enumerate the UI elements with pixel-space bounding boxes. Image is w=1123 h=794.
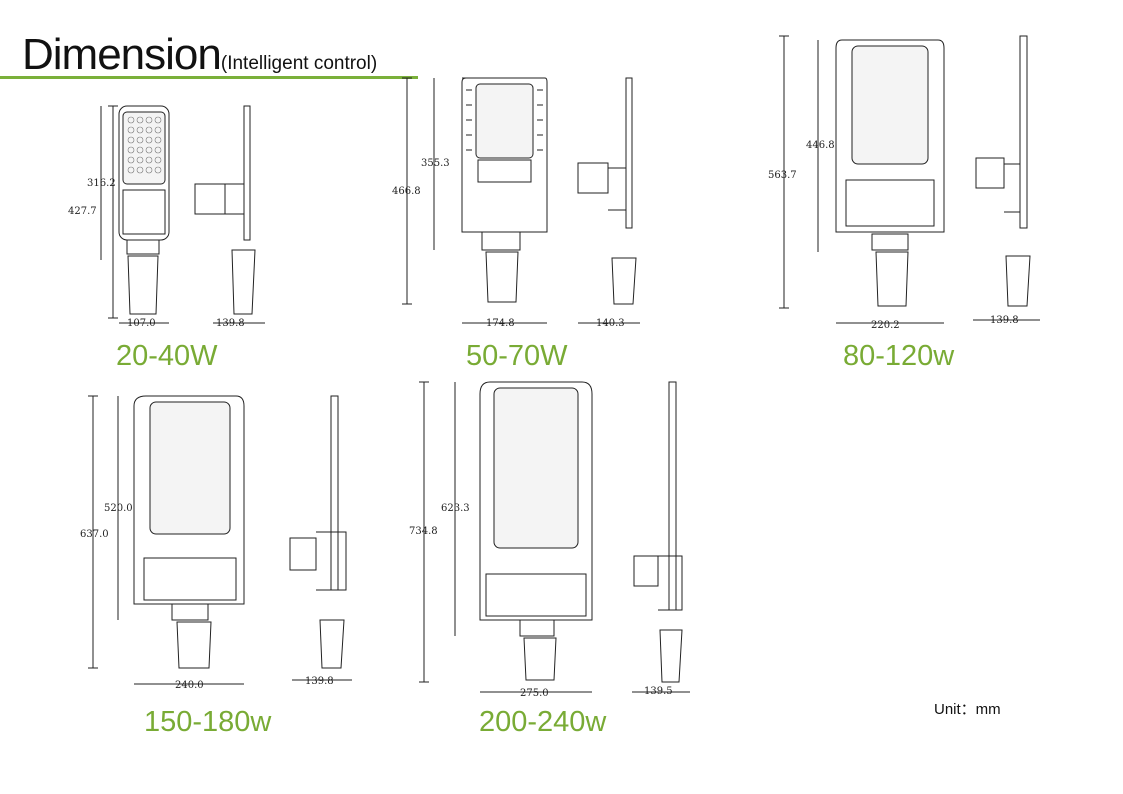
wattage-label-4: 150-180w [144, 706, 272, 738]
height-dim-line [419, 381, 429, 683]
height-dim-3: 563.7 [768, 170, 797, 181]
lamp-body-front [133, 395, 245, 605]
wattage-label-2: 50-70W [466, 340, 568, 372]
side-arm [625, 77, 633, 229]
lamp-body-front [835, 39, 945, 233]
pole-sleeve [127, 255, 159, 315]
side-dim-1: 139.8 [216, 318, 245, 329]
drawing-model-1 [100, 105, 265, 324]
title-main: Dimension [22, 30, 222, 79]
height-dim-line [402, 77, 412, 305]
drawing-model-5 [419, 381, 690, 693]
height-dim-5: 734.8 [409, 526, 438, 537]
pole-sleeve [176, 621, 212, 669]
width-dim-4: 240.0 [175, 680, 204, 691]
body-dim-4: 520.0 [104, 503, 133, 514]
side-bracket [1004, 163, 1021, 213]
led-panel [493, 387, 579, 549]
side-sleeve [1005, 255, 1031, 307]
side-bracket [316, 531, 347, 591]
led-grid [127, 116, 162, 174]
drawing-model-4 [88, 395, 352, 685]
pole-sleeve [523, 637, 557, 681]
side-sleeve [659, 629, 683, 683]
side-dim-4: 139.8 [305, 676, 334, 687]
side-arm [243, 105, 251, 241]
page-title: Dimension(Intelligent control) [22, 30, 377, 80]
side-sleeve [611, 257, 637, 305]
mount-clamp [871, 233, 909, 251]
height-dim-1: 427.7 [68, 206, 97, 217]
driver-box [477, 159, 532, 183]
mount-clamp [481, 231, 521, 251]
height-dim-line [88, 395, 98, 669]
body-dim-5: 623.3 [441, 503, 470, 514]
side-dim-5: 139.5 [644, 686, 673, 697]
drawing-model-2 [402, 77, 640, 324]
height-dim-4: 637.0 [80, 529, 109, 540]
mount-clamp [519, 619, 555, 637]
side-bracket [658, 555, 683, 611]
width-dim-1: 107.0 [127, 318, 156, 329]
side-sleeve [231, 249, 256, 315]
title-underline [0, 76, 418, 79]
pole-sleeve [875, 251, 909, 307]
title-sub: (Intelligent control) [220, 53, 378, 74]
wattage-label-5: 200-240w [479, 706, 607, 738]
side-sleeve [319, 619, 345, 669]
body-dim-2: 355.3 [421, 158, 450, 169]
lamp-body-front [479, 381, 593, 621]
body-dim-3: 446.8 [806, 140, 835, 151]
side-dim-3: 139.8 [990, 315, 1019, 326]
side-sensor [194, 183, 226, 215]
led-panel [122, 111, 166, 185]
pole-sleeve [485, 251, 519, 303]
width-dim-5: 275.0 [520, 688, 549, 699]
side-arm [668, 381, 677, 611]
mount-clamp [171, 603, 209, 621]
led-panel [149, 401, 231, 535]
side-sensor [633, 555, 659, 587]
width-dim-2: 174.8 [486, 318, 515, 329]
height-dim-line [108, 105, 118, 319]
driver-box [122, 189, 166, 235]
driver-box [143, 557, 237, 601]
drawing-model-3 [779, 35, 1040, 324]
body-dim-1: 316.2 [87, 178, 116, 189]
side-bracket [608, 167, 627, 211]
side-arm [1019, 35, 1028, 229]
side-sensor [975, 157, 1005, 189]
side-sensor [577, 162, 609, 194]
heat-fins [466, 89, 543, 151]
led-panel [475, 83, 534, 159]
driver-box [845, 179, 935, 227]
side-sensor [289, 537, 317, 571]
side-bracket [225, 183, 245, 215]
wattage-label-1: 20-40W [116, 340, 218, 372]
led-panel [851, 45, 929, 165]
mount-clamp [126, 239, 160, 255]
side-dim-2: 140.3 [596, 318, 625, 329]
height-dim-line [779, 35, 789, 309]
side-arm [330, 395, 339, 591]
unit-label: Unit：mm [934, 701, 1001, 718]
driver-box [485, 573, 587, 617]
height-dim-2: 466.8 [392, 186, 421, 197]
width-dim-3: 220.2 [871, 320, 900, 331]
wattage-label-3: 80-120w [843, 340, 955, 372]
